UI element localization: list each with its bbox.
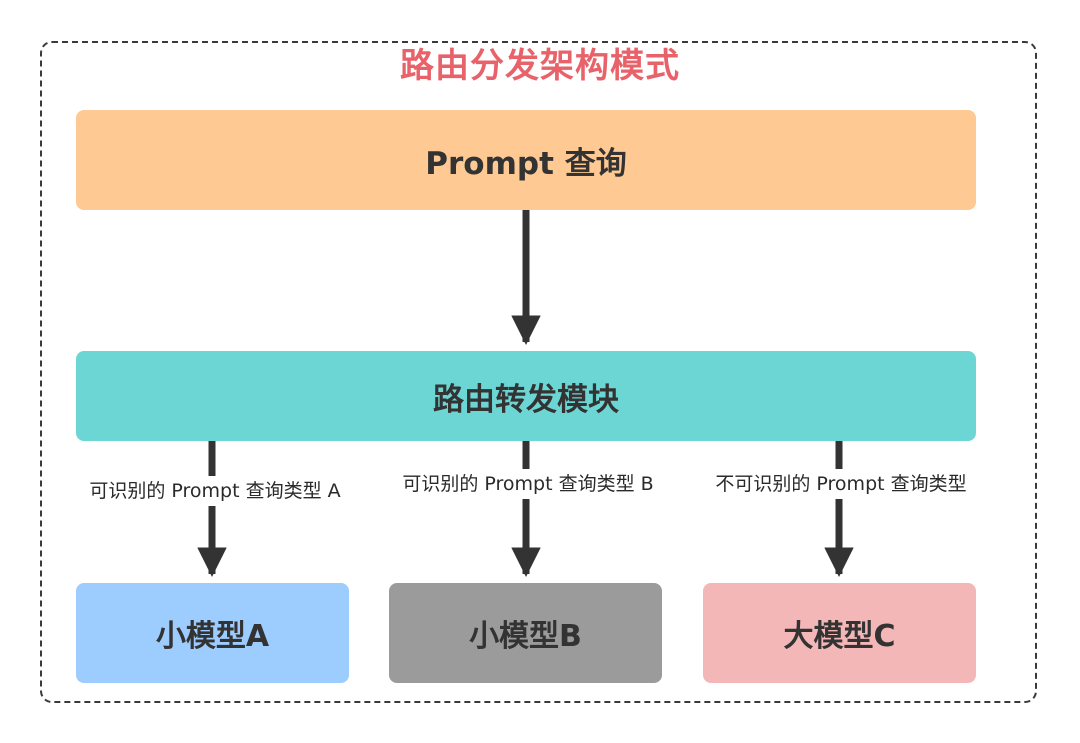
edge-label-unrecognized: 不可识别的 Prompt 查询类型 xyxy=(696,469,986,499)
small-model-b-node: 小模型B xyxy=(389,583,662,683)
edge-label-type-b: 可识别的 Prompt 查询类型 B xyxy=(383,469,673,499)
router-module-label: 路由转发模块 xyxy=(433,381,619,418)
large-model-c-node: 大模型C xyxy=(703,583,976,683)
large-model-c-label: 大模型C xyxy=(783,619,896,654)
small-model-a-label: 小模型A xyxy=(155,619,270,654)
small-model-b-label: 小模型B xyxy=(469,619,582,654)
edge-label-type-a: 可识别的 Prompt 查询类型 A xyxy=(70,476,360,506)
diagram-title: 路由分发架构模式 xyxy=(400,46,680,86)
dashed-frame xyxy=(40,41,1037,703)
small-model-a-node: 小模型A xyxy=(76,583,349,683)
prompt-query-node: Prompt 查询 xyxy=(76,110,976,210)
prompt-query-label: Prompt 查询 xyxy=(425,145,627,182)
router-module-node: 路由转发模块 xyxy=(76,351,976,441)
